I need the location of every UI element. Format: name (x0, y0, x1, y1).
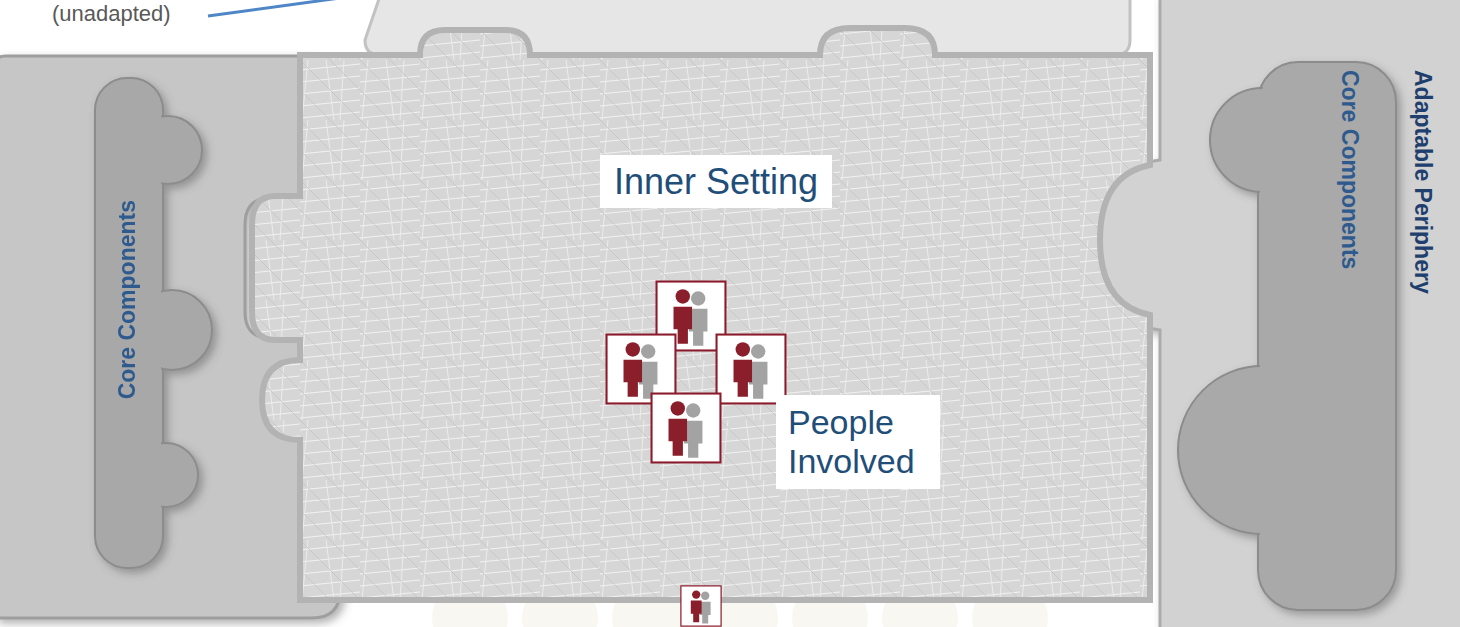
illustration-part (1258, 62, 1396, 610)
vertical-label: Core Components (1337, 70, 1363, 269)
people-icon (681, 586, 721, 626)
inner-setting-piece (252, 28, 1150, 600)
vertical-label: Core Components (114, 200, 140, 399)
people-icon (652, 394, 721, 463)
people-icon (717, 335, 786, 404)
vertical-label: Adaptable Periphery (1410, 70, 1436, 294)
illustration-part (1260, 64, 1394, 608)
right-core-bar (1178, 62, 1396, 610)
left-core-bar (95, 78, 212, 568)
core-components-bar: Core Components (95, 78, 205, 568)
annotation-label: (unadapted) (48, 2, 175, 26)
adaptable-periphery-piece: Adaptable Periphery Core Components (1160, 0, 1460, 627)
node-label: People Involved (788, 403, 928, 481)
node-label: Inner Setting (600, 155, 832, 208)
leader-line (208, 0, 340, 16)
core-components-bar: Core Components (1258, 62, 1396, 610)
illustration-part (95, 78, 163, 568)
inner-setting-region: Inner SettingPeople Involved (290, 30, 1150, 605)
people-involved-box: People Involved (776, 395, 940, 489)
illustration-part (97, 80, 161, 566)
